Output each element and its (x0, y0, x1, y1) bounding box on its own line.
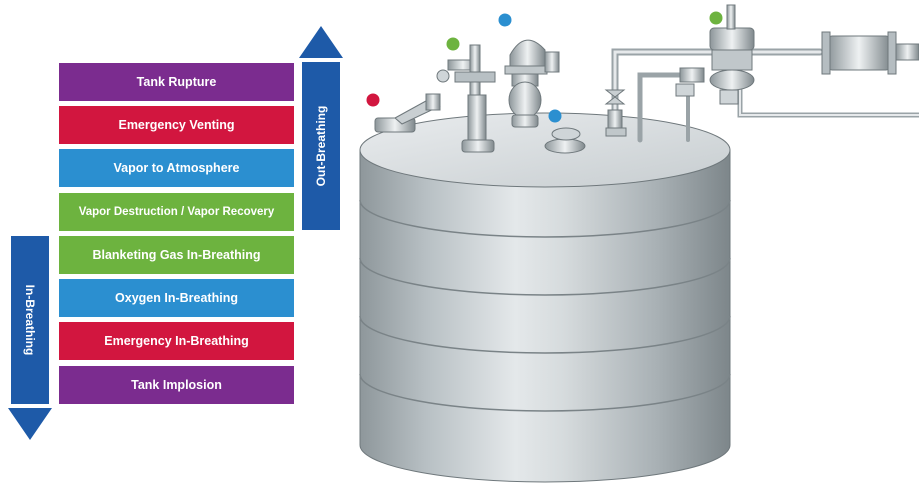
band-emergency-in-breathing: Emergency In-Breathing (59, 322, 294, 360)
band-oxygen-in-breathing: Oxygen In-Breathing (59, 279, 294, 317)
marker-dot-red (366, 93, 380, 107)
in-breathing-bar: In-Breathing (11, 236, 49, 404)
band-vapor-destruction-recovery: Vapor Destruction / Vapor Recovery (59, 193, 294, 231)
marker-dot-blue (548, 109, 562, 123)
band-tank-rupture: Tank Rupture (59, 63, 294, 101)
blanketing-regulator (675, 4, 755, 105)
marker-dot-blue (498, 13, 512, 27)
tank-shell (359, 112, 731, 483)
emergency-vent (374, 93, 441, 133)
marker-dot-green (709, 11, 723, 25)
gauge-hatch (544, 127, 586, 154)
band-tank-implosion: Tank Implosion (59, 366, 294, 404)
flame-arrestor (821, 31, 919, 75)
marker-dot-green (446, 37, 460, 51)
band-emergency-venting: Emergency Venting (59, 106, 294, 144)
out-breathing-bar: Out-Breathing (302, 62, 340, 230)
band-vapor-to-atmosphere: Vapor to Atmosphere (59, 149, 294, 187)
pilot-operated-valve (436, 44, 496, 153)
isolation-valve (604, 89, 627, 137)
in-breathing-arrow-down (8, 408, 52, 440)
out-breathing-arrow-up (299, 26, 343, 58)
band-blanketing-gas-in-breathing: Blanketing Gas In-Breathing (59, 236, 294, 274)
pressure-vacuum-vent (504, 39, 560, 128)
